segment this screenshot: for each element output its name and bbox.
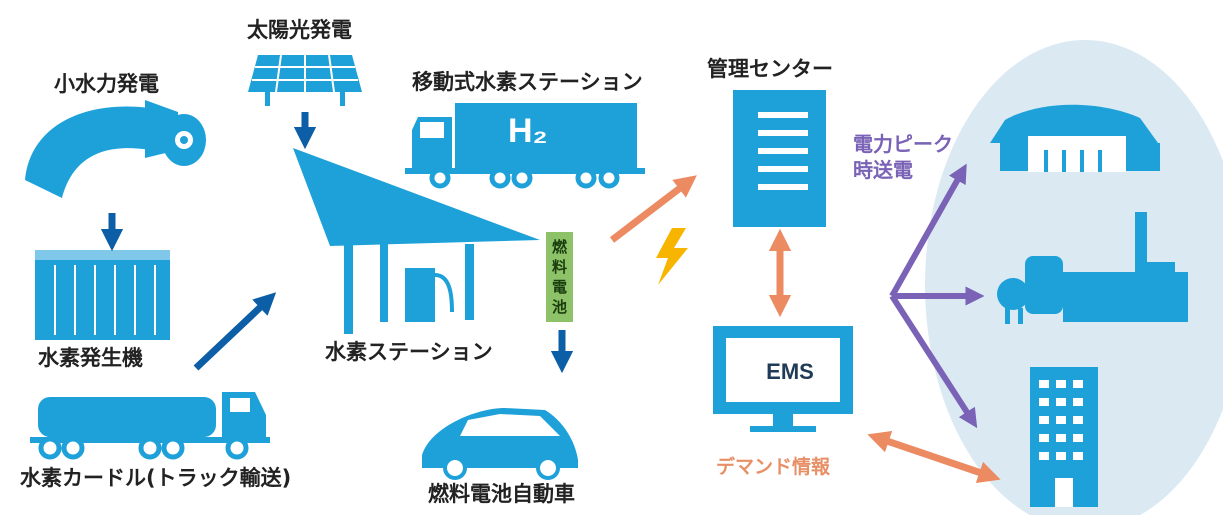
lightning-icon bbox=[656, 228, 688, 285]
factory-icon bbox=[997, 212, 1188, 324]
h2-logo: H₂ bbox=[508, 112, 548, 150]
label-hydrogen-station: 水素ステーション bbox=[325, 340, 493, 364]
arrow-generator-to-station bbox=[193, 292, 277, 371]
label-demand-info: デマンド情報 bbox=[716, 456, 831, 478]
arrow-fuelcell-to-center bbox=[609, 175, 697, 243]
fuel-cell-char: 電 bbox=[551, 278, 567, 296]
label-mobile-station: 移動式水素ステーション bbox=[412, 70, 643, 94]
hydrogen-station-icon bbox=[293, 148, 540, 334]
label-hydro: 小水力発電 bbox=[54, 72, 159, 96]
mobile-station-truck-icon bbox=[405, 103, 645, 189]
hydrogen-generator-icon bbox=[35, 250, 170, 340]
label-management-center: 管理センター bbox=[707, 57, 833, 81]
fuel-cell-box: 燃 料 電 池 bbox=[546, 232, 573, 322]
ems-monitor-icon bbox=[713, 326, 853, 432]
arrow-demand-info bbox=[867, 430, 1001, 484]
fuel-cell-char: 燃 bbox=[551, 238, 567, 256]
hydro-turbine-icon bbox=[25, 100, 206, 198]
fuel-cell-char: 池 bbox=[551, 298, 567, 316]
management-building-icon bbox=[733, 90, 826, 227]
ems-label: EMS bbox=[766, 359, 814, 384]
office-building-icon bbox=[1030, 367, 1098, 507]
arrow-peak-to-office bbox=[889, 294, 978, 429]
label-hydrogen-generator: 水素発生機 bbox=[38, 346, 143, 370]
label-curdle: 水素カードル(トラック輸送) bbox=[20, 466, 292, 490]
stadium-icon bbox=[990, 104, 1160, 172]
label-solar: 太陽光発電 bbox=[247, 18, 352, 42]
label-fcv: 燃料電池自動車 bbox=[428, 482, 575, 506]
fuel-cell-char: 料 bbox=[551, 258, 567, 276]
curdle-truck-icon bbox=[30, 392, 270, 460]
label-peak-power-2: 時送電 bbox=[853, 158, 913, 182]
label-peak-power: 電力ピーク bbox=[853, 132, 953, 156]
fuel-cell-car-icon bbox=[422, 408, 578, 480]
arrow-peak-to-stadium bbox=[889, 163, 967, 298]
solar-panel-icon bbox=[248, 54, 362, 106]
